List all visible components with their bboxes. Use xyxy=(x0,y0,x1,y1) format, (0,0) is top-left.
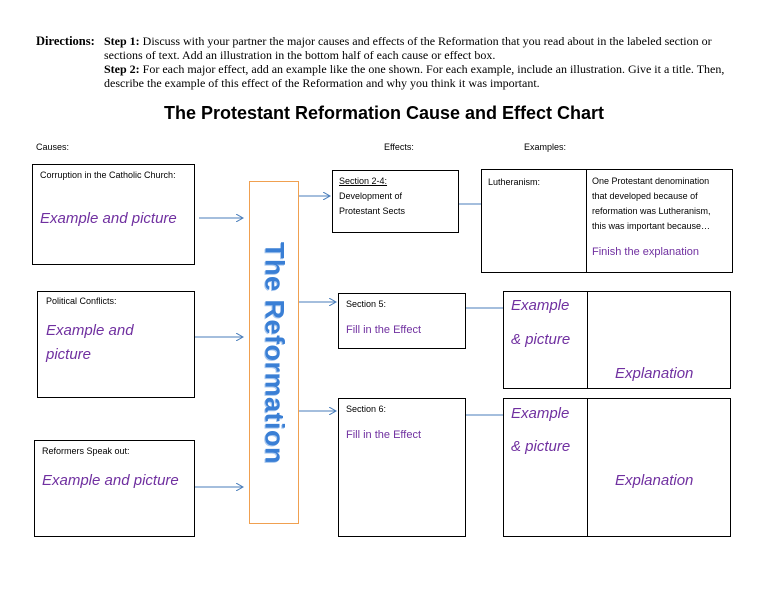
effect-text-line1: Development of xyxy=(339,191,403,201)
effect-section-label: Section 5: xyxy=(346,299,387,309)
step1-text: Discuss with your partner the major caus… xyxy=(104,34,712,62)
example-divider xyxy=(586,170,587,272)
effect-section-label: Section 2-4: xyxy=(339,176,388,186)
step2-label: Step 2: xyxy=(104,62,140,76)
reformation-box: The Reformation xyxy=(249,181,299,524)
example-title: Lutheranism: xyxy=(488,177,541,187)
effect-box-section-2-4: Section 2-4: Development of Protestant S… xyxy=(332,170,459,233)
effect-box-section-5: Section 5: Fill in the Effect xyxy=(338,293,466,349)
example-box-lutheranism: Lutheranism: One Protestant denomination… xyxy=(481,169,733,273)
cause-prompt: Example and picture xyxy=(40,210,177,227)
step2-text: For each major effect, add an example li… xyxy=(104,62,725,90)
effect-text-line2: Protestant Sects xyxy=(339,206,406,216)
reformation-label: The Reformation xyxy=(259,241,290,464)
example-explanation-prompt: Explanation xyxy=(615,365,694,382)
effect-box-section-6: Section 6: Fill in the Effect xyxy=(338,398,466,537)
example-prompt-line1: Example xyxy=(511,297,570,314)
effect-section-label: Section 6: xyxy=(346,404,387,414)
example-prompt: Finish the explanation xyxy=(592,246,700,258)
explanation-line: this was important because… xyxy=(592,221,711,231)
example-box-2: Example & picture Explanation xyxy=(503,291,731,389)
example-prompt-line2: & picture xyxy=(511,438,571,455)
cause-prompt-line2: picture xyxy=(46,346,92,363)
example-box-3: Example & picture Explanation xyxy=(503,398,731,537)
directions-label: Directions: xyxy=(36,34,95,48)
example-prompt-line1: Example xyxy=(511,405,570,422)
example-divider xyxy=(587,399,588,536)
example-divider xyxy=(587,292,588,388)
cause-prompt-line1: Example and xyxy=(46,322,134,339)
causes-header: Causes: xyxy=(36,142,70,152)
cause-label: Corruption in the Catholic Church: xyxy=(40,170,176,180)
directions-text: Step 1: Discuss with your partner the ma… xyxy=(104,34,744,90)
example-explanation-prompt: Explanation xyxy=(615,472,694,489)
cause-prompt: Example and picture xyxy=(42,472,179,489)
explanation-line: One Protestant denomination xyxy=(592,176,710,186)
explanation-line: that developed because of xyxy=(592,191,698,201)
cause-box-corruption: Corruption in the Catholic Church: Examp… xyxy=(32,164,195,265)
cause-label: Political Conflicts: xyxy=(46,296,117,306)
cause-box-reformers: Reformers Speak out: Example and picture xyxy=(34,440,195,537)
example-explanation: One Protestant denomination that develop… xyxy=(592,174,711,234)
cause-label: Reformers Speak out: xyxy=(42,446,130,456)
cause-box-political: Political Conflicts: Example and picture xyxy=(37,291,195,398)
explanation-line: reformation was Lutheranism, xyxy=(592,206,711,216)
example-prompt-line2: & picture xyxy=(511,331,571,348)
effect-prompt: Fill in the Effect xyxy=(346,324,421,336)
examples-header: Examples: xyxy=(524,142,567,152)
effect-prompt: Fill in the Effect xyxy=(346,429,421,441)
effects-header: Effects: xyxy=(384,142,414,152)
page-title: The Protestant Reformation Cause and Eff… xyxy=(163,103,605,123)
step1-label: Step 1: xyxy=(104,34,140,48)
